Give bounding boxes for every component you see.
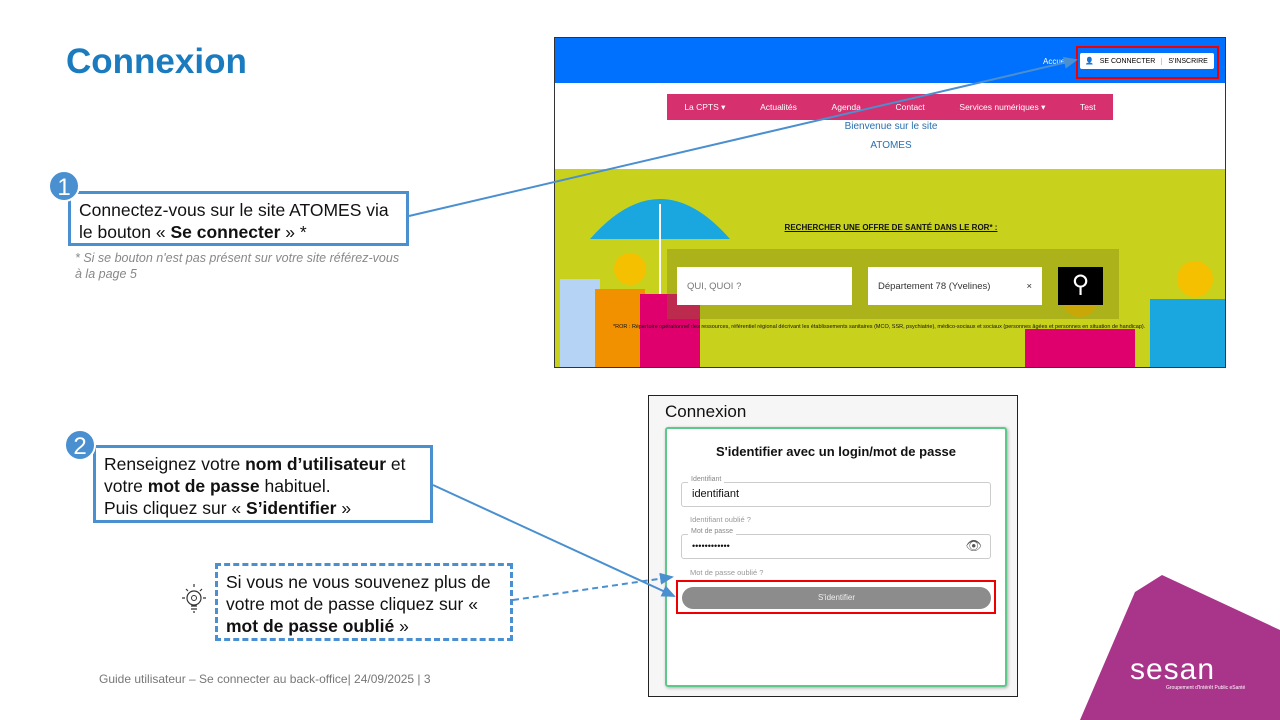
- sesan-logo: sesan Groupement d'Intérêt Public eSanté: [1130, 653, 1246, 692]
- home-link[interactable]: Accueil: [1043, 57, 1069, 66]
- step1-text-end: » *: [280, 222, 307, 242]
- step1-number: 1: [48, 170, 80, 202]
- search-banner: RECHERCHER UNE OFFRE DE SANTÉ DANS LE RO…: [555, 169, 1225, 367]
- login-card: S'identifier avec un login/mot de passe …: [665, 427, 1007, 687]
- nav-item[interactable]: La CPTS ▾: [684, 101, 726, 112]
- tip-box: Si vous ne vous souvenez plus de votre m…: [215, 563, 513, 641]
- eye-icon[interactable]: 👁: [965, 538, 982, 553]
- username-label: Identifiant: [688, 476, 725, 483]
- nav-item[interactable]: Test: [1080, 102, 1096, 112]
- ror-title: RECHERCHER UNE OFFRE DE SANTÉ DANS LE RO…: [784, 223, 998, 232]
- tip-text: Si vous ne vous souvenez plus de votre m…: [226, 572, 491, 614]
- ror-footnote: *ROR : Répertoire opérationnel des resso…: [613, 324, 1146, 330]
- clear-icon[interactable]: ×: [1026, 280, 1032, 292]
- tip-bold: mot de passe oublié: [226, 616, 395, 636]
- forgot-username-link[interactable]: Identifiant oublié ?: [690, 515, 751, 524]
- step1-box: Connectez-vous sur le site ATOMES via le…: [68, 191, 409, 246]
- logo-name: sesan: [1130, 653, 1216, 686]
- search-icon: ⚲: [1071, 271, 1090, 298]
- footer: Guide utilisateur – Se connecter au back…: [99, 672, 431, 686]
- step2-text: habituel.: [259, 476, 331, 496]
- forgot-password-link[interactable]: Mot de passe oublié ?: [690, 568, 764, 577]
- auth-buttons: 👤 SE CONNECTER S'INSCRIRE: [1080, 53, 1214, 69]
- logo-tagline: Groupement d'Intérêt Public eSanté: [1166, 685, 1246, 691]
- step2-bold-username: nom d’utilisateur: [245, 454, 387, 474]
- nav-item[interactable]: Agenda: [831, 102, 861, 112]
- nav-item[interactable]: Actualités: [760, 102, 797, 112]
- username-field[interactable]: Identifiant identifiant: [681, 476, 991, 507]
- username-value: identifiant: [692, 488, 740, 500]
- location-value: Département 78 (Yvelines): [878, 280, 991, 292]
- step2-text: Puis cliquez sur «: [104, 498, 247, 518]
- highlight-frame: [676, 580, 996, 614]
- step1-bold: Se connecter: [170, 222, 281, 242]
- step2-text: Renseignez votre: [104, 454, 246, 474]
- website-screenshot: Accueil 👤 SE CONNECTER S'INSCRIRE La CPT…: [554, 37, 1226, 368]
- login-title: S'identifier avec un login/mot de passe: [715, 444, 957, 459]
- page-title: Connexion: [66, 42, 247, 81]
- step2-text: »: [336, 498, 352, 518]
- step2-bold-submit: S’identifier: [246, 498, 337, 518]
- step2-number: 2: [64, 429, 96, 461]
- signup-button[interactable]: S'INSCRIRE: [1168, 57, 1208, 65]
- site-nav: La CPTS ▾ Actualités Agenda Contact Serv…: [667, 94, 1113, 120]
- step1-note: * Si se bouton n'est pas présent sur vot…: [75, 251, 400, 281]
- step1-text: Connectez-vous sur le site ATOMES via le…: [79, 200, 389, 242]
- user-icon: 👤: [1085, 58, 1094, 65]
- site-name: ATOMES: [870, 140, 912, 151]
- search-input[interactable]: QUI, QUOI ?: [677, 267, 852, 305]
- login-header: Connexion: [665, 402, 747, 421]
- lightbulb-icon: [182, 584, 206, 613]
- nav-item[interactable]: Contact: [895, 102, 925, 112]
- banner-illustration: [560, 199, 1225, 367]
- login-screenshot: Connexion S'identifier avec un login/mot…: [648, 395, 1018, 697]
- tip-text-end: »: [394, 616, 409, 636]
- submit-button[interactable]: S'identifier: [682, 587, 991, 609]
- nav-item[interactable]: Services numériques ▾: [959, 101, 1046, 112]
- step2-box: Renseignez votre nom d’utilisateur et vo…: [93, 445, 433, 523]
- step2-text: et votre: [104, 454, 406, 496]
- login-button[interactable]: SE CONNECTER: [1094, 57, 1163, 65]
- brand-shape: [1080, 575, 1280, 720]
- step2-bold-password: mot de passe: [147, 476, 260, 496]
- welcome-text: Bienvenue sur le site: [844, 121, 938, 132]
- password-label: Mot de passe: [688, 528, 737, 535]
- location-select[interactable]: Département 78 (Yvelines) ×: [868, 267, 1042, 305]
- highlight-frame: [1076, 46, 1219, 79]
- password-field[interactable]: Mot de passe •••••••••••• 👁: [681, 528, 991, 559]
- password-value: ••••••••••••: [692, 541, 730, 551]
- search-button[interactable]: ⚲: [1058, 267, 1103, 305]
